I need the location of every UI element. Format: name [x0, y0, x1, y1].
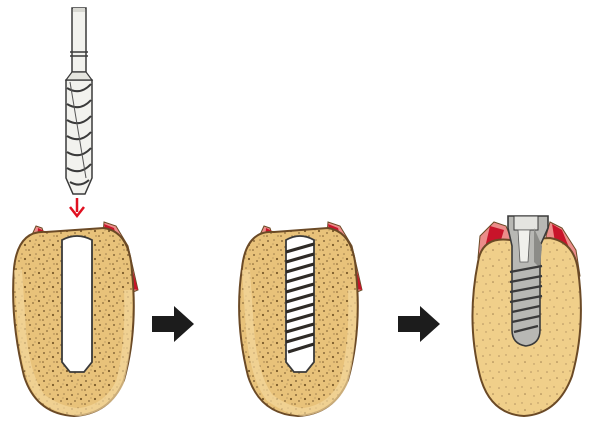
black-right-arrow-icon [398, 306, 440, 342]
red-down-arrow-icon [69, 198, 85, 219]
implant-threads [509, 264, 543, 334]
bone-with-tapped-thread [238, 221, 363, 418]
twist-drill-icon [64, 7, 94, 195]
drilled-socket [61, 235, 93, 373]
bone-with-placed-implant [471, 215, 582, 418]
socket-threads [285, 242, 315, 354]
black-right-arrow-icon [152, 306, 194, 342]
dental-implant [507, 215, 549, 347]
bone-with-drilled-socket [12, 221, 139, 418]
